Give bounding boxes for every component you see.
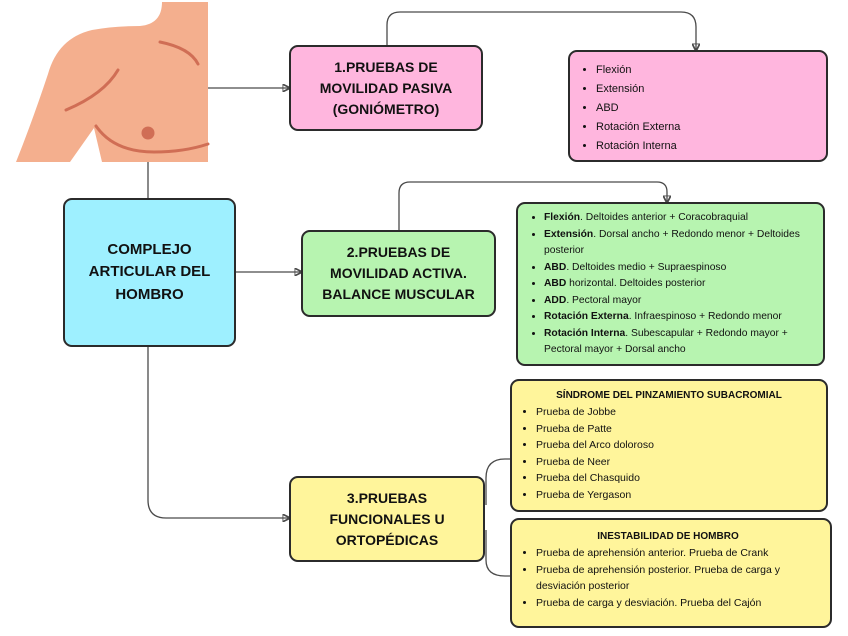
list-item: Prueba de aprehensión anterior. Prueba d… [536,545,824,562]
shoulder-instability-group: INESTABILIDAD DE HOMBRO Prueba de aprehe… [510,518,832,628]
branch-active-mobility-title: 2.PRUEBAS DE MOVILIDAD ACTIVA. BALANCE M… [322,244,475,302]
list-item-term: Flexión [544,212,581,223]
list-item: Rotación Externa [596,118,826,137]
list-item: Flexión [596,61,826,80]
connector-active-to-details [398,181,667,230]
list-item: Prueba de Jobbe [536,404,826,421]
list-item-text: . Pectoral mayor [566,294,642,306]
list-item: Rotación Interna. Subescapular + Redondo… [544,326,815,359]
list-item: Prueba de Patte [536,421,826,438]
branch-passive-mobility[interactable]: 1.PRUEBAS DE MOVILIDAD PASIVA (GONIÓMETR… [289,45,483,131]
list-item: ABD. Deltoides medio + Supraespinoso [544,260,815,277]
list-item-term: Extensión [544,228,594,240]
branch-passive-mobility-title: 1.PRUEBAS DE MOVILIDAD PASIVA (GONIÓMETR… [319,58,453,117]
root-node[interactable]: COMPLEJO ARTICULAR DEL HOMBRO [63,198,236,347]
list-item: Flexión. Deltoides anterior + Coracobraq… [544,210,815,227]
passive-mobility-details: Flexión Extensión ABD Rotación Externa R… [568,50,828,162]
connector-passive-to-details [386,11,696,50]
group-title: SÍNDROME DEL PINZAMIENTO SUBACROMIAL [556,390,782,401]
list-item-term: ADD [544,294,567,306]
list-item-text: . Subescapular + Redondo mayor + Pectora… [544,327,788,356]
list-item-text: horizontal. Deltoides posterior [566,278,706,289]
list-item-term: ABD [544,261,567,273]
list-item: Prueba del Chasquido [536,470,826,487]
subacromial-tests-list: Prueba de Jobbe Prueba de Patte Prueba d… [512,404,826,503]
root-node-title: COMPLEJO ARTICULAR DEL HOMBRO [88,240,211,303]
subacromial-impingement-group: SÍNDROME DEL PINZAMIENTO SUBACROMIAL Pru… [510,379,828,512]
list-item: Prueba de Neer [536,454,826,471]
list-item-term: Rotación Externa [544,311,629,322]
active-mobility-list: Flexión. Deltoides anterior + Coracobraq… [518,210,815,359]
list-item-text: . Deltoides medio + Supraespinoso [566,261,727,273]
branch-active-mobility[interactable]: 2.PRUEBAS DE MOVILIDAD ACTIVA. BALANCE M… [301,230,496,317]
list-item: ABD [596,99,826,118]
instability-tests-list: Prueba de aprehensión anterior. Prueba d… [512,545,824,611]
list-item: Prueba del Arco doloroso [536,437,826,454]
shoulder-illustration [14,2,210,162]
connector-root-to-functional [147,346,289,518]
list-item: Rotación Externa. Infraespinoso + Redond… [544,309,815,326]
list-item: ABD horizontal. Deltoides posterior [544,276,815,293]
list-item: Rotación Interna [596,137,826,156]
branch-functional-tests[interactable]: 3.PRUEBAS FUNCIONALES U ORTOPÉDICAS [289,476,485,562]
group-title: INESTABILIDAD DE HOMBRO [597,531,739,542]
list-item-term: ABD [544,278,567,289]
list-item: ADD. Pectoral mayor [544,293,815,310]
passive-mobility-list: Flexión Extensión ABD Rotación Externa R… [570,61,826,156]
list-item-text: . Deltoides anterior + Coracobraquial [580,212,749,223]
list-item-text: . Dorsal ancho + Redondo menor + Deltoid… [544,228,800,257]
list-item: Extensión [596,80,826,99]
list-item-text: . Infraespinoso + Redondo menor [628,311,782,322]
shoulder-torso-icon [16,2,210,162]
active-mobility-details: Flexión. Deltoides anterior + Coracobraq… [516,202,825,366]
list-item: Extensión. Dorsal ancho + Redondo menor … [544,227,815,260]
list-item: Prueba de aprehensión posterior. Prueba … [536,562,824,595]
branch-functional-tests-title: 3.PRUEBAS FUNCIONALES U ORTOPÉDICAS [329,489,445,548]
list-item: Prueba de Yergason [536,487,826,504]
list-item: Prueba de carga y desviación. Prueba del… [536,595,824,612]
list-item-term: Rotación Interna [544,327,626,339]
connector-functional-to-instability [485,530,510,577]
connector-functional-to-subacromial [485,458,510,505]
